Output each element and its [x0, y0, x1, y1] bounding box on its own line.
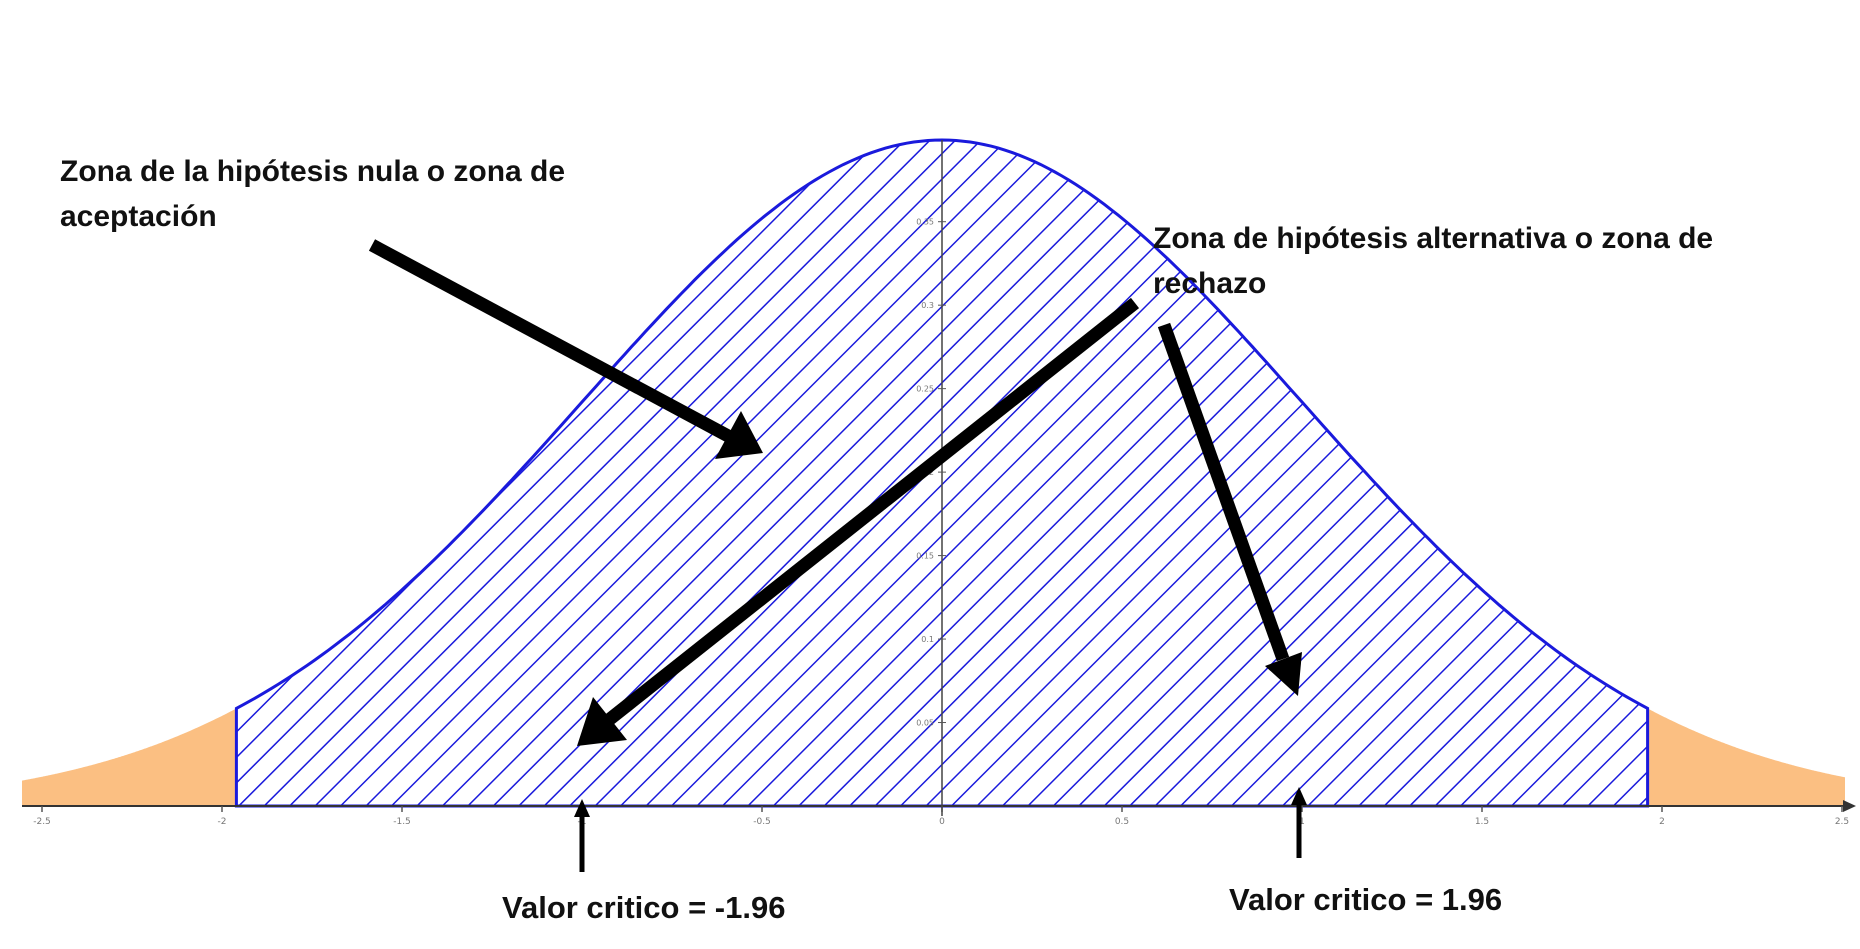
null-zone-label-line1: Zona de la hipótesis nula o zona de	[60, 155, 565, 188]
alt-zone-label-line2: rechazo	[1153, 267, 1266, 300]
null-zone-label-line2: aceptación	[60, 200, 217, 233]
x-tick-label: -0.5	[753, 817, 771, 827]
x-tick-label: 1	[1299, 817, 1305, 827]
x-tick-label: 1.5	[1475, 817, 1489, 827]
critical-value-left-label: Valor critico = -1.96	[502, 890, 785, 925]
arrow-up-right-critical-value	[1291, 787, 1307, 858]
left-rejection-zone	[22, 708, 237, 806]
x-tick-label: 0	[939, 817, 945, 827]
x-axis-arrow-icon	[1843, 800, 1856, 812]
x-tick-label: 0.5	[1115, 817, 1129, 827]
arrow-to-acceptance-zone	[368, 239, 763, 459]
critical-value-right-label: Valor critico = 1.96	[1229, 882, 1502, 917]
x-tick-label: 2.5	[1835, 817, 1849, 827]
x-tick-label: -1.5	[393, 817, 411, 827]
arrow-to-right-critical-point	[1157, 322, 1302, 696]
y-tick-label: 0.05	[916, 719, 934, 728]
alt-zone-label-line1: Zona de hipótesis alternativa o zona de	[1153, 222, 1713, 255]
y-tick-label: 0.3	[921, 301, 934, 310]
y-tick-label: 0.35	[916, 218, 934, 227]
x-tick-label: 2	[1659, 817, 1665, 827]
y-tick-label: 0.25	[916, 385, 934, 394]
y-tick-label: 0.15	[916, 552, 934, 561]
y-tick-label: 0.1	[921, 635, 934, 644]
x-tick-group: -4.5-4-3.5-3-2.5-2-1.5-1-0.500.511.522.5…	[33, 806, 1849, 827]
x-tick-label: -2	[218, 817, 227, 827]
arrow-up-left-critical-value	[574, 799, 590, 872]
right-rejection-zone	[1647, 708, 1845, 806]
x-tick-label: -2.5	[33, 817, 51, 827]
arrow-to-left-critical-point	[577, 297, 1140, 746]
